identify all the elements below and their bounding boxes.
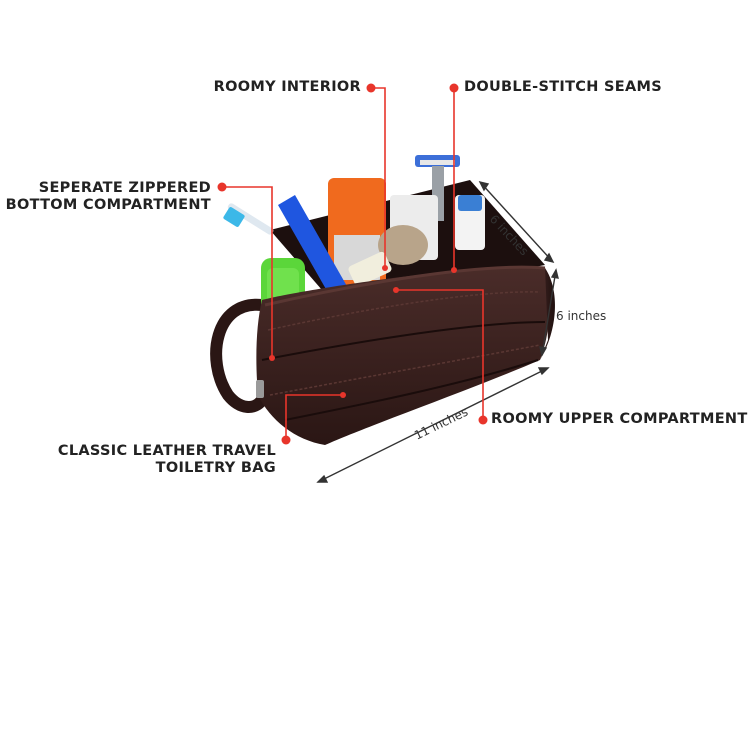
callout-upper-compartment: ROOMY UPPER COMPARTMENT [491, 411, 748, 428]
callout-text-line-1: CLASSIC LEATHER TRAVEL [57, 443, 276, 459]
callout-text: DOUBLE-STITCH SEAMS [464, 79, 662, 95]
bag-handle [210, 298, 268, 413]
dimension-height: 6 inches [556, 309, 607, 323]
callout-roomy-interior: ROOMY INTERIOR [214, 79, 361, 96]
callout-double-stitch-seams: DOUBLE-STITCH SEAMS [464, 79, 662, 96]
callout-text: ROOMY INTERIOR [213, 79, 361, 95]
dimension-lines [316, 180, 559, 483]
callout-text-line-2: TOILETRY BAG [155, 460, 276, 476]
callout-anchor-dots [269, 265, 457, 398]
callout-lines [224, 87, 484, 440]
callout-bottom-compartment: SEPERATE ZIPPERED BOTTOM COMPARTMENT [6, 180, 211, 214]
callout-text-line-1: SEPERATE ZIPPERED [38, 180, 211, 196]
callout-text: ROOMY UPPER COMPARTMENT [491, 411, 748, 427]
callout-text-line-2: BOTTOM COMPARTMENT [5, 197, 211, 213]
bag-front-panel [256, 267, 550, 445]
stitch-seam [267, 291, 541, 331]
callout-dots [217, 83, 488, 445]
bag-side-panel [540, 268, 556, 360]
callout-travel-bag: CLASSIC LEATHER TRAVEL TOILETRY BAG [58, 443, 276, 477]
